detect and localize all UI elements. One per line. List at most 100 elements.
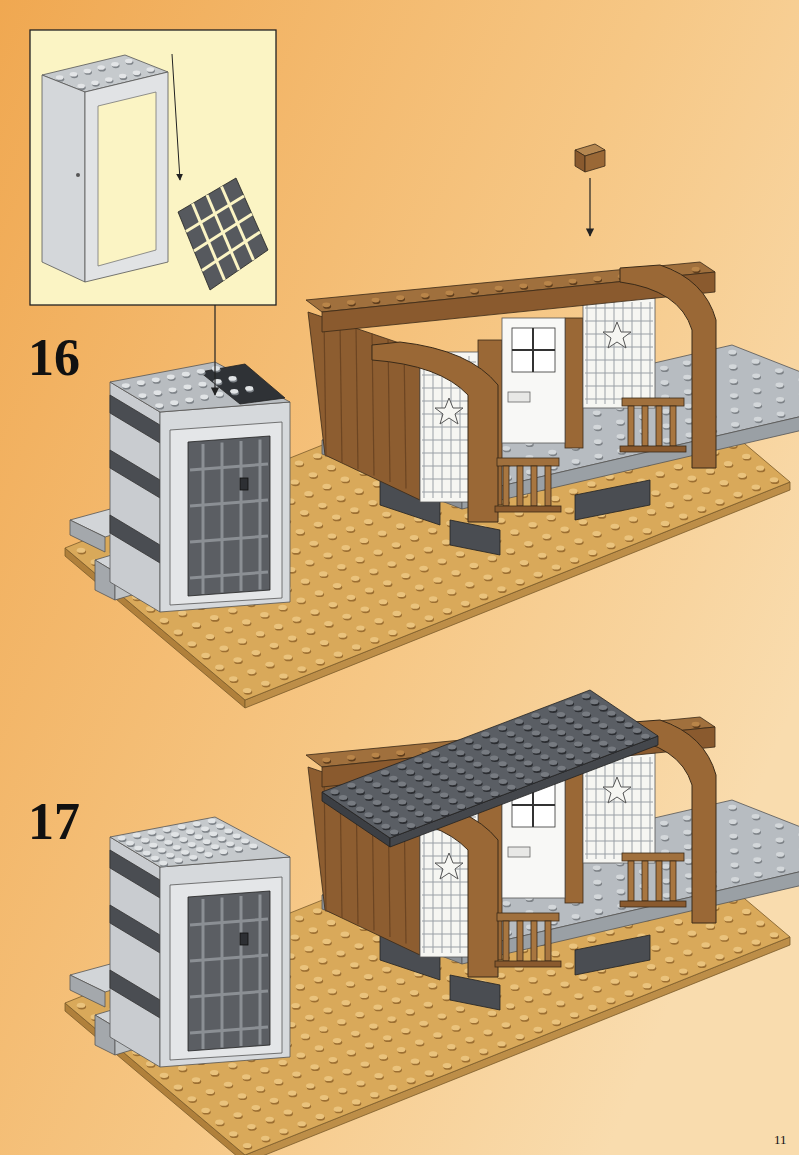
stud <box>197 369 205 374</box>
stud <box>425 1070 434 1075</box>
stud <box>346 526 355 531</box>
stud <box>346 981 355 986</box>
window-grid <box>587 302 588 404</box>
stud <box>347 1050 356 1055</box>
stud <box>429 596 438 601</box>
stud <box>569 489 578 494</box>
stud <box>149 843 157 848</box>
window-grid <box>585 373 653 374</box>
stud <box>309 927 318 932</box>
stud <box>731 408 739 413</box>
stud <box>546 515 555 520</box>
studs <box>118 819 258 868</box>
support-brick <box>575 480 650 520</box>
stud <box>291 1003 300 1008</box>
stud <box>798 377 799 382</box>
stud <box>729 379 737 384</box>
stud <box>629 971 638 976</box>
stud <box>396 295 404 300</box>
stud <box>593 410 601 415</box>
stud <box>776 397 784 402</box>
stud <box>510 984 519 989</box>
stud <box>201 826 209 831</box>
stud <box>697 506 706 511</box>
stud <box>290 479 299 484</box>
stud <box>261 1136 270 1141</box>
stud <box>243 688 252 693</box>
stud <box>178 611 187 616</box>
stud <box>556 1000 565 1005</box>
stud <box>233 657 242 662</box>
fence-rail <box>622 398 684 406</box>
stud <box>669 483 678 488</box>
stud <box>338 633 347 638</box>
stud <box>569 944 578 949</box>
stud <box>118 836 126 841</box>
stud <box>305 1015 314 1020</box>
stud <box>288 635 297 640</box>
stud <box>328 988 337 993</box>
stud <box>495 286 503 291</box>
log-line <box>324 317 326 456</box>
jail-top <box>110 362 290 412</box>
jail-opening <box>200 364 285 404</box>
stud <box>674 919 683 924</box>
stud <box>332 514 341 519</box>
stud <box>333 583 342 588</box>
stud <box>397 592 406 597</box>
stud <box>152 377 160 382</box>
stud <box>396 978 405 983</box>
stud <box>730 393 738 398</box>
stud <box>410 535 419 540</box>
stud <box>465 582 474 587</box>
stud <box>411 604 420 609</box>
stud <box>662 423 670 428</box>
stud <box>200 395 208 400</box>
stud <box>351 1031 360 1036</box>
stud <box>134 846 142 851</box>
stud <box>552 564 561 569</box>
stud <box>369 569 378 574</box>
stud <box>683 950 692 955</box>
stud <box>728 350 736 355</box>
stud <box>752 939 761 944</box>
stud <box>684 389 692 394</box>
stud <box>354 488 363 493</box>
stud <box>304 946 313 951</box>
stud <box>274 1079 283 1084</box>
stud <box>337 564 346 569</box>
stud <box>433 577 442 582</box>
stud <box>379 1054 388 1059</box>
stud <box>379 599 388 604</box>
window <box>583 298 655 408</box>
stud <box>548 450 556 455</box>
stud <box>569 279 577 284</box>
grate-bar <box>259 440 262 590</box>
stud <box>186 829 194 834</box>
stud <box>401 1028 410 1033</box>
stud <box>519 283 527 288</box>
stud <box>425 615 434 620</box>
stud <box>396 523 405 528</box>
stud <box>560 981 569 986</box>
stud <box>350 962 359 967</box>
stud <box>383 1035 392 1040</box>
stud <box>355 557 364 562</box>
stud <box>470 288 478 293</box>
stud <box>565 963 574 968</box>
window-grid <box>623 302 624 404</box>
stud <box>256 631 265 636</box>
stud <box>520 560 529 565</box>
stud <box>320 640 329 645</box>
fence-post <box>545 466 551 506</box>
fence-rail <box>497 458 559 466</box>
stud <box>429 1051 438 1056</box>
stud <box>701 942 710 947</box>
stud <box>361 606 370 611</box>
stud <box>560 526 569 531</box>
stud <box>306 628 315 633</box>
grate-bar <box>190 464 268 470</box>
stud <box>742 454 751 459</box>
stud <box>382 512 391 517</box>
